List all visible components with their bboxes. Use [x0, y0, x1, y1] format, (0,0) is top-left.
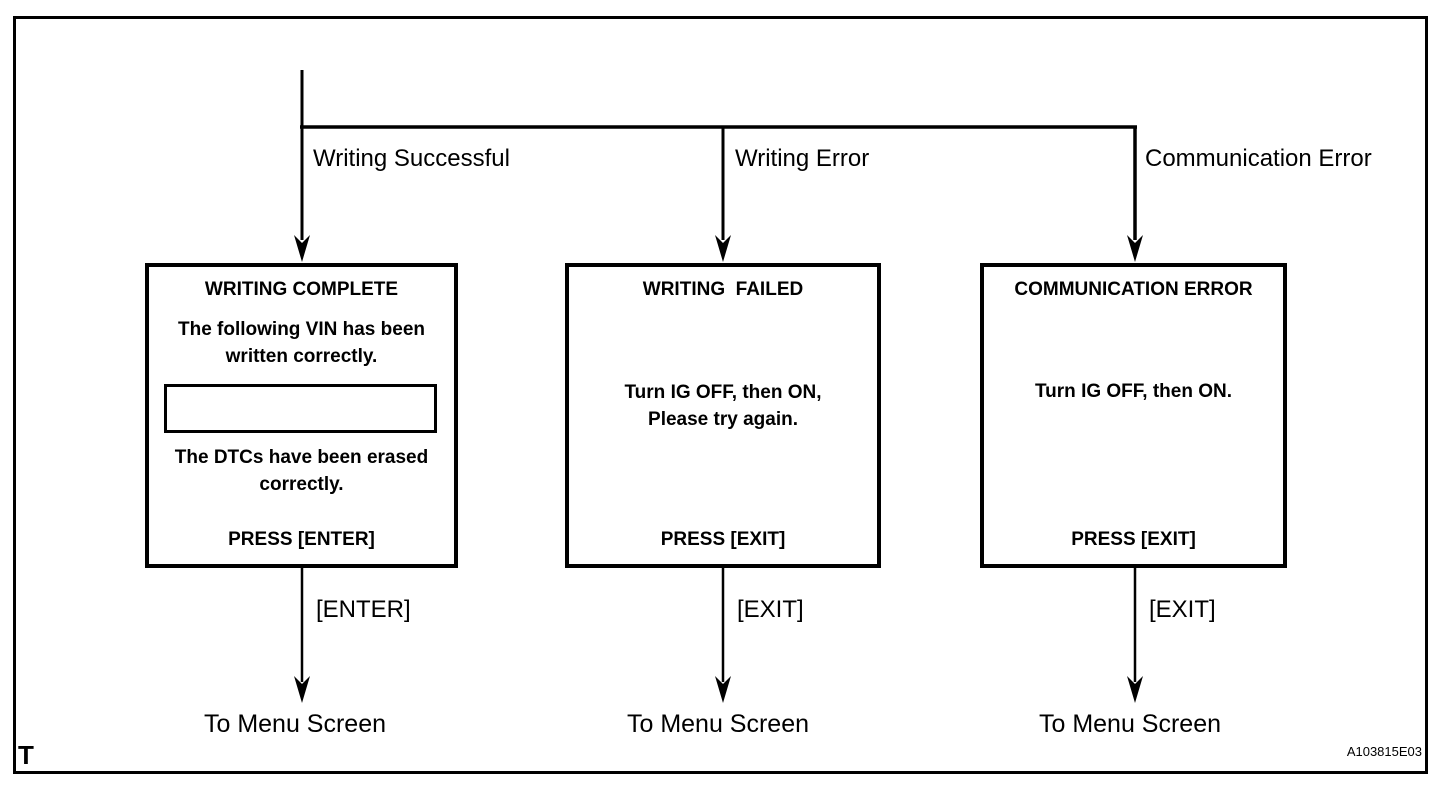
exit2-arrowhead [715, 676, 731, 703]
page-marker: T [18, 740, 34, 770]
exit1-arrowhead [294, 676, 310, 703]
box-title: COMMUNICATION ERROR [1014, 279, 1253, 300]
figure-code: A103815E03 [1346, 744, 1422, 759]
destination-label-3: To Menu Screen [1038, 710, 1222, 738]
box-title: WRITING FAILED [642, 279, 804, 300]
key-label-exit-3: [EXIT] [1149, 596, 1216, 623]
branch1-arrowhead [294, 235, 310, 262]
press-exit-instruction: PRESS [EXIT] [660, 529, 786, 551]
box-title: WRITING COMPLETE [204, 279, 399, 300]
communication-error-box: COMMUNICATION ERROR Turn IG OFF, then ON… [980, 263, 1287, 568]
box-body-top: The following VIN has been written corre… [177, 319, 426, 367]
branch-label-writing-error: Writing Error [735, 145, 870, 172]
destination-label-1: To Menu Screen [203, 710, 387, 738]
destination-label-2: To Menu Screen [626, 710, 810, 738]
diagram-border [13, 16, 1428, 774]
exit3-arrowhead [1127, 676, 1143, 703]
key-label-enter: [ENTER] [316, 596, 411, 623]
branch-label-writing-successful: Writing Successful [313, 145, 510, 172]
box-body-bottom: The DTCs have been erased correctly. [174, 447, 429, 495]
press-enter-instruction: PRESS [ENTER] [228, 529, 375, 551]
vin-value-field [164, 384, 437, 433]
writing-complete-box: WRITING COMPLETE The following VIN has b… [145, 263, 458, 568]
writing-failed-box: WRITING FAILED Turn IG OFF, then ON, Ple… [565, 263, 881, 568]
key-label-exit-2: [EXIT] [737, 596, 804, 623]
branch3-arrowhead [1127, 235, 1143, 262]
box-body: Turn IG OFF, then ON. [1034, 381, 1233, 402]
branch-label-communication-error: Communication Error [1145, 145, 1372, 172]
box-body: Turn IG OFF, then ON, Please try again. [624, 382, 822, 430]
branch2-arrowhead [715, 235, 731, 262]
press-exit-instruction: PRESS [EXIT] [1071, 529, 1196, 551]
